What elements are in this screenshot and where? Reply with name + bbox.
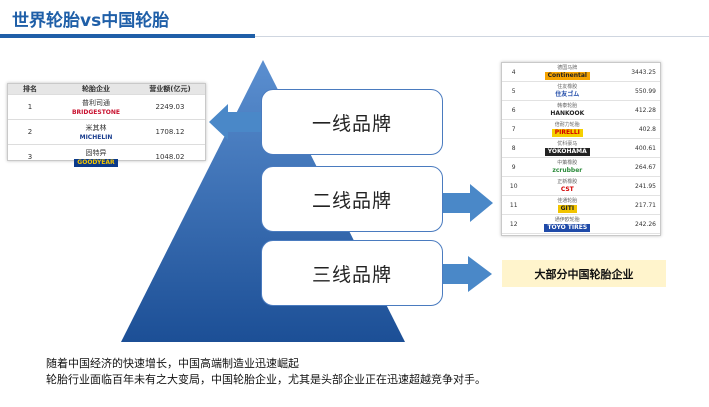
hankook-logo: HANKOOK xyxy=(550,110,585,117)
arrow-tier3-right xyxy=(437,256,492,292)
tier-first-line-brand: 一线品牌 xyxy=(261,89,443,155)
company-cell: 韩泰轮胎 HANKOOK xyxy=(525,102,609,118)
tier-label: 三线品牌 xyxy=(311,263,392,286)
rank-cell: 1 xyxy=(27,103,33,111)
header-rank: 排名 xyxy=(23,85,37,93)
title-divider xyxy=(255,36,709,37)
rank-cell: 5 xyxy=(511,87,516,95)
table-row: 6 韩泰轮胎 HANKOOK 412.28 xyxy=(502,101,660,120)
table-row: 5 住友橡胶 住友ゴム 550.99 xyxy=(502,82,660,101)
summary-line-1: 随着中国经济的快速增长，中国高端制造业迅速崛起 xyxy=(46,357,299,370)
revenue-cell: 241.95 xyxy=(635,182,656,190)
giti-logo: GITI xyxy=(557,205,578,213)
rank-cell: 7 xyxy=(511,125,516,133)
company-cn-name: 韩泰轮胎 xyxy=(557,103,578,109)
table-row: 3 固特异 GOODYEAR 1048.02 xyxy=(8,144,205,169)
company-cell: 固特异 GOODYEAR xyxy=(52,148,140,167)
header-company: 轮胎企业 xyxy=(82,85,110,93)
company-cell: 倍耐力轮胎 PIRELLI xyxy=(525,121,609,137)
cst-logo: CST xyxy=(560,186,574,193)
title-underline xyxy=(0,34,255,38)
rank-cell: 6 xyxy=(511,106,516,114)
company-cn-name: 米其林 xyxy=(85,123,107,132)
revenue-cell: 2249.03 xyxy=(155,103,185,111)
rank-cell: 11 xyxy=(509,201,518,209)
company-cn-name: 优科豪马 xyxy=(557,141,578,147)
company-cn-name: 中策橡胶 xyxy=(557,160,578,166)
company-cn-name: 倍耐力轮胎 xyxy=(554,122,580,128)
rank-cell: 10 xyxy=(509,182,518,190)
table-header: 排名 轮胎企业 营业额(亿元) xyxy=(8,84,205,94)
company-cell: 德国马牌 Continental xyxy=(525,64,609,80)
header-revenue: 营业额(亿元) xyxy=(149,85,191,93)
revenue-cell: 550.99 xyxy=(635,87,656,95)
company-cell: 普利司通 BRIDGESTONE xyxy=(52,98,140,117)
table-row: 9 中策橡胶 zcrubber 264.67 xyxy=(502,158,660,177)
table-row: 12 通伊欧轮胎 TOYO TIRES 242.26 xyxy=(502,215,660,234)
toyo-logo: TOYO TIRES xyxy=(544,224,591,232)
goodyear-logo: GOODYEAR xyxy=(74,158,118,167)
company-cell: 佳通轮胎 GITI xyxy=(525,197,609,213)
table-row: 1 普利司通 BRIDGESTONE 2249.03 xyxy=(8,94,205,119)
table-row: 8 优科豪马 YOKOHAMA 400.61 xyxy=(502,139,660,158)
bridgestone-logo: BRIDGESTONE xyxy=(71,108,121,116)
company-cell: 优科豪马 YOKOHAMA xyxy=(525,140,609,156)
revenue-cell: 3443.25 xyxy=(631,68,656,76)
zc-rubber-logo: zcrubber xyxy=(552,167,583,174)
rank-cell: 9 xyxy=(511,163,516,171)
revenue-cell: 1708.12 xyxy=(155,128,185,136)
revenue-cell: 402.8 xyxy=(638,125,656,133)
company-cell: 米其林 MICHELIN xyxy=(52,123,140,142)
company-cn-name: 通伊欧轮胎 xyxy=(554,217,580,223)
revenue-cell: 264.67 xyxy=(635,163,656,171)
michelin-logo: MICHELIN xyxy=(79,133,113,141)
table-row: 11 佳通轮胎 GITI 217.71 xyxy=(502,196,660,215)
slide-title: 世界轮胎vs中国轮胎 xyxy=(12,11,170,31)
revenue-cell: 400.61 xyxy=(635,144,656,152)
company-cn-name: 德国马牌 xyxy=(557,65,578,71)
yokohama-logo: YOKOHAMA xyxy=(544,148,590,156)
table-row: 7 倍耐力轮胎 PIRELLI 402.8 xyxy=(502,120,660,139)
tier-label: 二线品牌 xyxy=(311,189,392,212)
tier-label: 一线品牌 xyxy=(311,112,392,135)
rank-cell: 2 xyxy=(27,128,33,136)
chinese-tire-companies-callout: 大部分中国轮胎企业 xyxy=(502,260,666,287)
rank-cell: 12 xyxy=(509,220,518,228)
revenue-cell: 217.71 xyxy=(635,201,656,209)
rank-cell: 3 xyxy=(27,153,33,161)
company-cn-name: 正新橡胶 xyxy=(557,179,578,185)
company-cell: 中策橡胶 zcrubber xyxy=(525,159,609,175)
company-cn-name: 普利司通 xyxy=(82,98,110,107)
pirelli-logo: PIRELLI xyxy=(551,129,583,137)
sumitomo-logo: 住友ゴム xyxy=(555,91,580,98)
rank4-12-table: 4 德国马牌 Continental 3443.25 5 住友橡胶 住友ゴム 5… xyxy=(501,62,661,236)
company-cn-name: 住友橡胶 xyxy=(557,84,578,90)
tier-second-line-brand: 二线品牌 xyxy=(261,166,443,232)
tier-third-line-brand: 三线品牌 xyxy=(261,240,443,306)
rank-cell: 8 xyxy=(511,144,516,152)
continental-logo: Continental xyxy=(544,72,590,80)
table-row: 4 德国马牌 Continental 3443.25 xyxy=(502,63,660,82)
revenue-cell: 242.26 xyxy=(635,220,656,228)
summary-line-2: 轮胎行业面临百年未有之大变局，中国轮胎企业，尤其是头部企业正在迅速超越竞争对手。 xyxy=(46,373,486,386)
company-cell: 通伊欧轮胎 TOYO TIRES xyxy=(525,216,609,232)
table-row: 10 正新橡胶 CST 241.95 xyxy=(502,177,660,196)
top3-ranking-table: 排名 轮胎企业 营业额(亿元) 1 普利司通 BRIDGESTONE 2249.… xyxy=(7,83,206,167)
table-row: 2 米其林 MICHELIN 1708.12 xyxy=(8,119,205,144)
revenue-cell: 1048.02 xyxy=(155,153,185,161)
company-cell: 正新橡胶 CST xyxy=(525,178,609,194)
summary-text: 随着中国经济的快速增长，中国高端制造业迅速崛起 轮胎行业面临百年未有之大变局，中… xyxy=(46,356,486,388)
rank-cell: 4 xyxy=(511,68,516,76)
company-cell: 住友橡胶 住友ゴム xyxy=(525,83,609,99)
arrow-tier1-left xyxy=(209,104,263,140)
company-cn-name: 固特异 xyxy=(85,148,107,157)
arrow-tier2-right xyxy=(437,184,493,222)
company-cn-name: 佳通轮胎 xyxy=(557,198,578,204)
revenue-cell: 412.28 xyxy=(635,106,656,114)
